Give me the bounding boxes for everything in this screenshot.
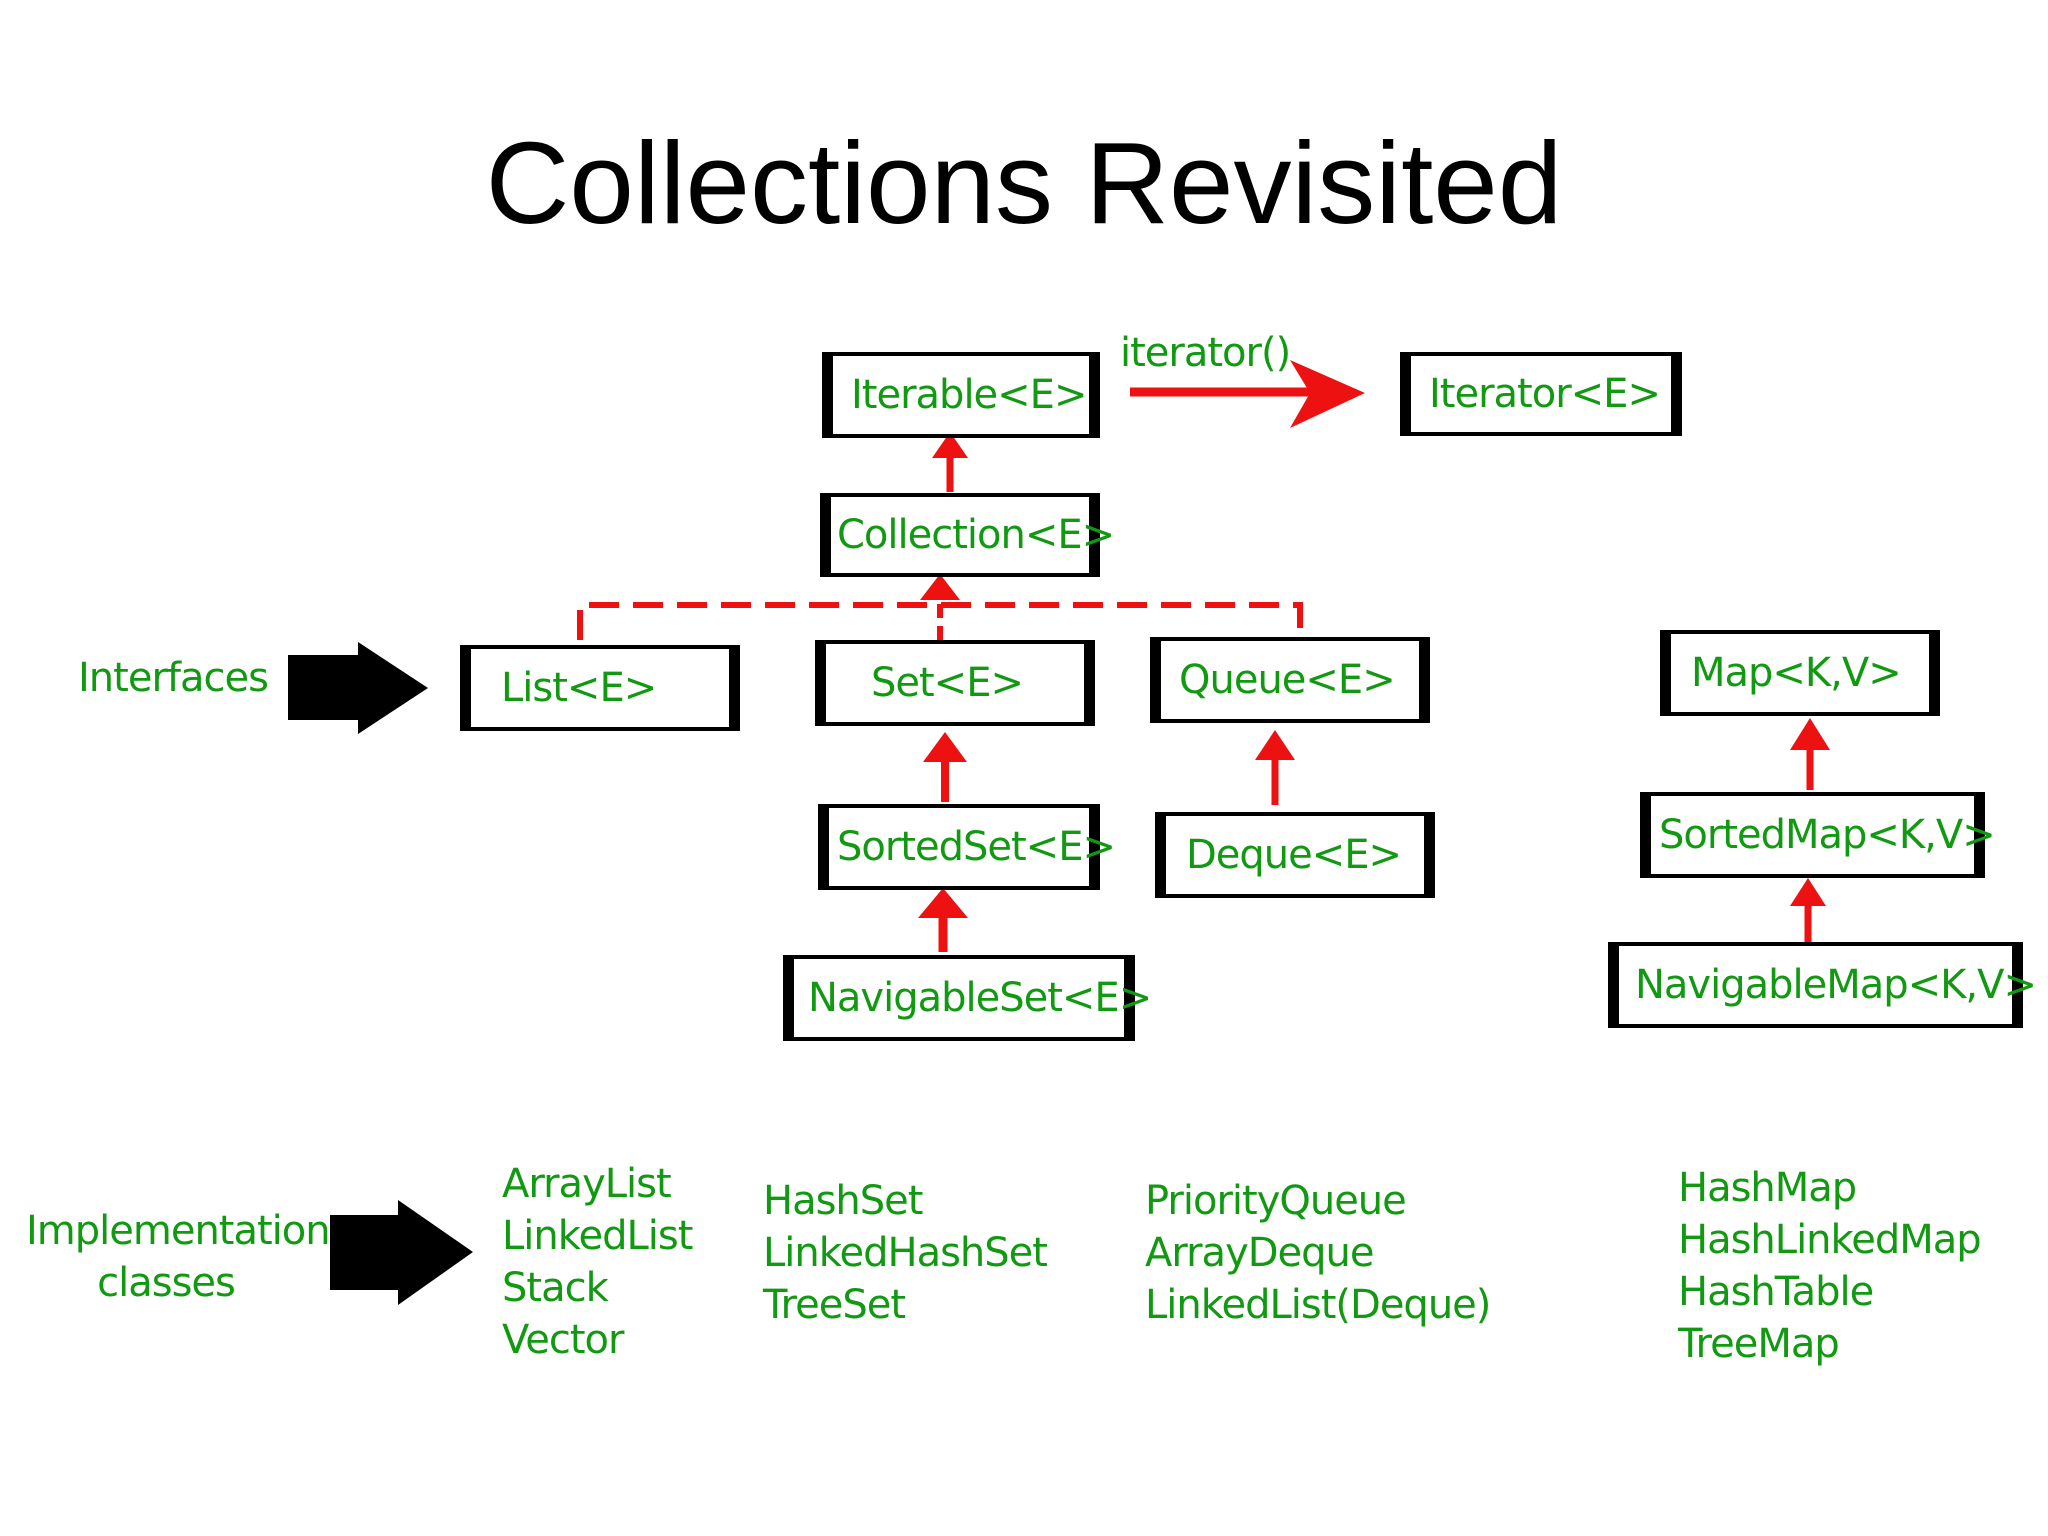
impl-arraylist: ArrayList [502, 1161, 672, 1207]
impl-treemap: TreeMap [1678, 1321, 1840, 1367]
impl-hashmap: HashMap [1678, 1165, 1857, 1211]
arrowhead-sortedmap-to-map [1790, 718, 1830, 750]
arrowhead-deque-to-queue [1255, 730, 1295, 760]
impl-priorityqueue: PriorityQueue [1145, 1178, 1407, 1224]
impl-linkedhashset: LinkedHashSet [763, 1230, 1048, 1276]
set-implementations: HashSet LinkedHashSet TreeSet [763, 1175, 1048, 1331]
queue-box: Queue<E> [1150, 637, 1430, 723]
arrowhead-sortedset-to-set [923, 732, 967, 762]
map-implementations: HashMap HashLinkedMap HashTable TreeMap [1678, 1162, 1982, 1370]
impl-arraydeque: ArrayDeque [1145, 1230, 1375, 1276]
list-implementations: ArrayList LinkedList Stack Vector [502, 1158, 693, 1366]
implementation-row-label: Implementation classes [26, 1205, 331, 1309]
impl-hashset: HashSet [763, 1178, 923, 1224]
dashed-connector-subinterfaces [577, 602, 1303, 640]
deque-box: Deque<E> [1155, 812, 1435, 898]
navigablemap-box: NavigableMap<K,V> [1608, 942, 2037, 1028]
set-box: Set<E> [815, 640, 1095, 726]
impl-linkedlist-deque: LinkedList(Deque) [1145, 1282, 1491, 1328]
interfaces-pointer-arrow [288, 642, 428, 734]
navigableset-box: NavigableSet<E> [783, 955, 1152, 1041]
map-box: Map<K,V> [1660, 630, 1940, 716]
impl-hashlinkedmap: HashLinkedMap [1678, 1217, 1982, 1263]
slide-title: Collections Revisited [485, 118, 1563, 248]
interfaces-row-label: Interfaces [78, 655, 269, 701]
implementation-pointer-arrow [330, 1200, 473, 1305]
impl-treeset: TreeSet [763, 1282, 906, 1328]
arrowhead-iterator-method [1290, 360, 1365, 428]
sortedset-box: SortedSet<E> [818, 804, 1116, 890]
implementation-label-line-1: Implementation [26, 1208, 331, 1254]
list-box: List<E> [460, 645, 740, 731]
implementation-label-line-2: classes [97, 1260, 236, 1306]
impl-stack: Stack [502, 1265, 609, 1311]
impl-hashtable: HashTable [1678, 1269, 1874, 1315]
iterator-method-label: iterator() [1120, 330, 1291, 376]
arrowhead-navigableset-to-sortedset [918, 888, 968, 918]
impl-vector: Vector [502, 1317, 624, 1363]
iterable-box: Iterable<E> [822, 352, 1100, 438]
iterator-box: Iterator<E> [1400, 352, 1682, 436]
arrowhead-collection-to-iterable [932, 432, 968, 458]
queue-implementations: PriorityQueue ArrayDeque LinkedList(Dequ… [1145, 1175, 1491, 1331]
sortedmap-box: SortedMap<K,V> [1640, 792, 1996, 878]
arrowhead-navigablemap-to-sortedmap [1790, 878, 1826, 906]
impl-linkedlist: LinkedList [502, 1213, 693, 1259]
arrowhead-to-collection [920, 574, 960, 600]
collection-box: Collection<E> [820, 493, 1115, 577]
